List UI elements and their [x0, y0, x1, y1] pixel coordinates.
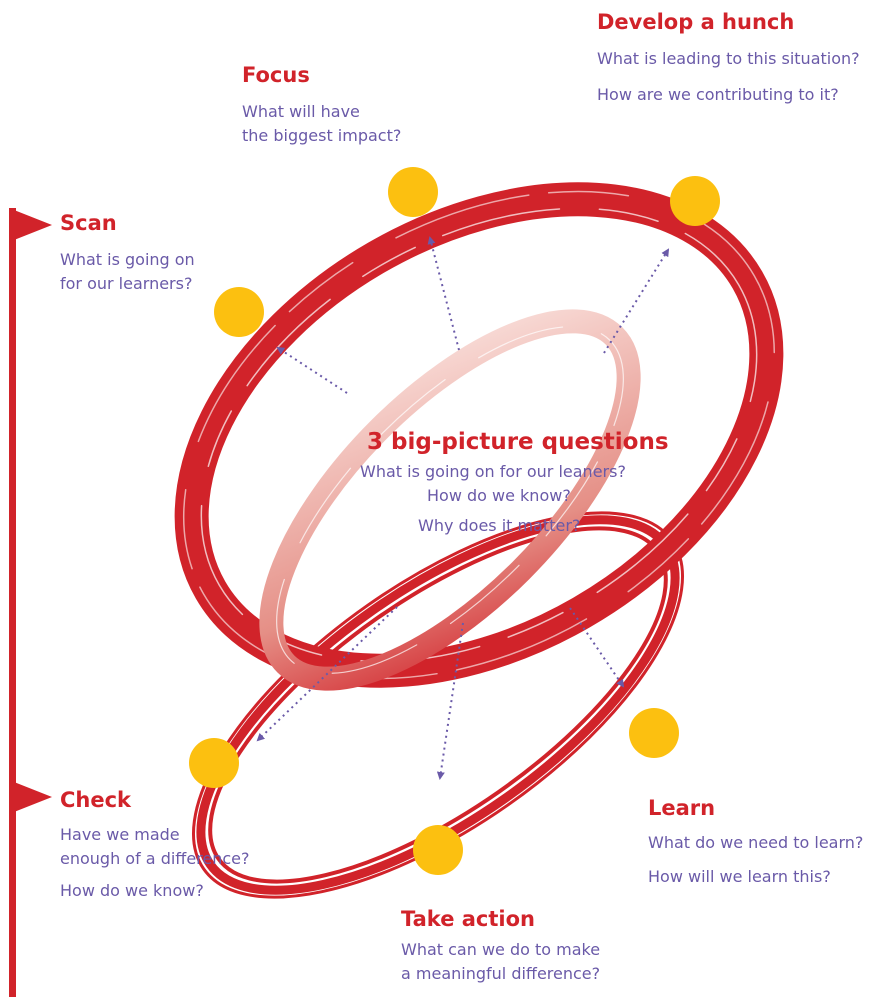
arrow-to-focus — [427, 236, 460, 351]
stage-question: a meaningful difference? — [401, 964, 601, 983]
arrow-to-action — [436, 622, 464, 780]
stage-question: What is going on — [60, 250, 195, 269]
stage-title: Scan — [60, 211, 117, 235]
timeline-line — [9, 208, 16, 997]
action-dot — [413, 825, 463, 875]
scan-dot — [214, 287, 264, 337]
stage-question: for our learners? — [60, 274, 193, 293]
stage-title: Develop a hunch — [597, 10, 795, 34]
stage-question: What do we need to learn? — [648, 833, 864, 852]
check-dot — [189, 738, 239, 788]
stage-title: Focus — [242, 63, 310, 87]
stage-dots — [189, 167, 720, 875]
stage-question: Have we made — [60, 825, 180, 844]
timeline — [9, 208, 52, 997]
stage-focus: Focus What will have the biggest impact? — [242, 62, 401, 148]
scan-flag-icon — [9, 208, 52, 242]
check-flag-icon — [9, 780, 52, 814]
center-question: Why does it matter? — [418, 516, 581, 535]
stage-scan: Scan What is going on for our learners? — [60, 210, 195, 296]
arrows — [256, 236, 670, 780]
develop-dot — [670, 176, 720, 226]
focus-dot — [388, 167, 438, 217]
outer-ring — [174, 182, 784, 688]
stage-check: Check Have we made enough of a differenc… — [60, 787, 250, 903]
arrow-to-develop — [603, 248, 670, 354]
stage-develop: Develop a hunch What is leading to this … — [597, 9, 860, 107]
arrow-to-learn — [569, 607, 625, 688]
stage-action: Take action What can we do to make a mea… — [401, 906, 600, 986]
stage-title: Take action — [401, 907, 535, 931]
stage-question: enough of a difference? — [60, 849, 250, 868]
center-block: 3 big-picture questions What is going on… — [360, 428, 670, 538]
stage-learn: Learn What do we need to learn? How will… — [648, 795, 863, 889]
arrow-to-check — [256, 606, 398, 742]
arrow-to-scan — [276, 346, 348, 394]
stage-question: What will have — [242, 102, 360, 121]
stage-question: What can we do to make — [401, 940, 601, 959]
center-title: 3 big-picture questions — [367, 429, 669, 455]
learn-dot — [629, 708, 679, 758]
stage-title: Check — [60, 788, 132, 812]
stage-question: How do we know? — [60, 881, 204, 900]
stage-question: How will we learn this? — [648, 867, 831, 886]
stage-title: Learn — [648, 796, 716, 820]
center-question: What is going on for our leaners? — [360, 462, 626, 481]
stage-question: the biggest impact? — [242, 126, 402, 145]
stage-question: What is leading to this situation? — [597, 49, 860, 68]
center-question: How do we know? — [427, 486, 571, 505]
stage-question: How are we contributing to it? — [597, 85, 839, 104]
